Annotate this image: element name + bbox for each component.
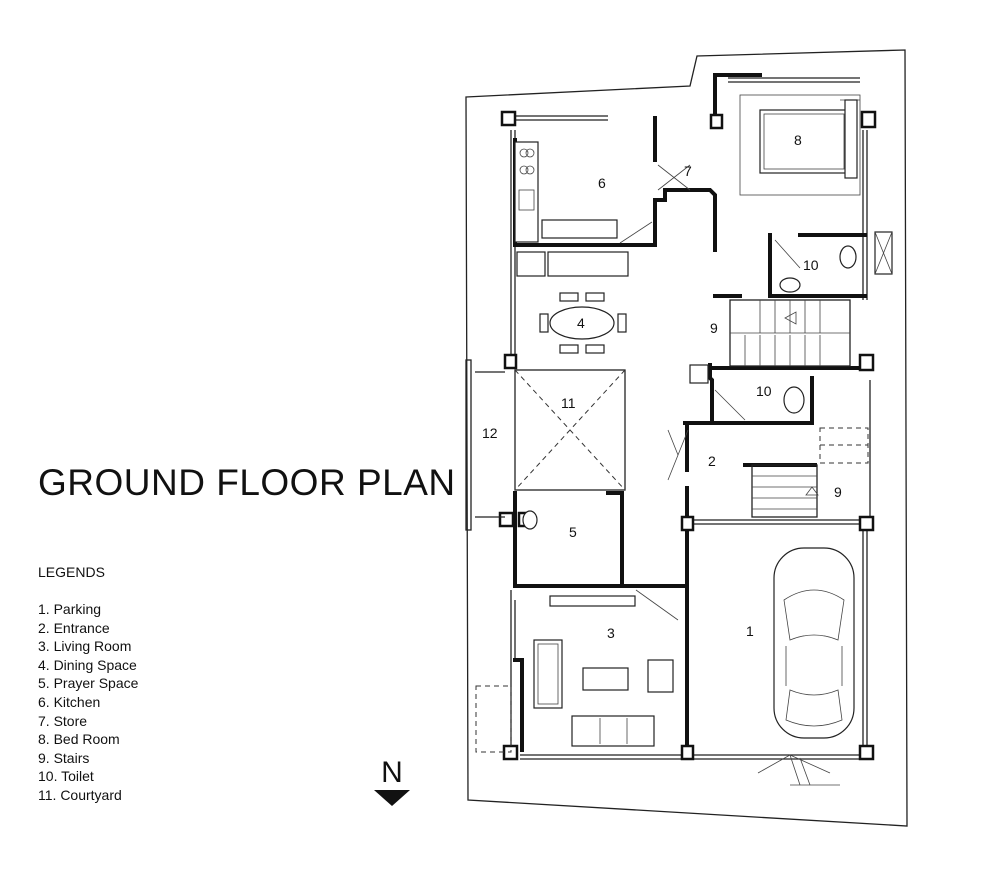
room-label-stairs-upper: 9: [710, 320, 718, 336]
legend-item-kitchen: 6. Kitchen: [38, 693, 101, 710]
room-label-side-area: 12: [482, 425, 498, 441]
legend-item-stairs: 9. Stairs: [38, 749, 90, 766]
site-boundary: [465, 49, 908, 827]
room-label-toilet-lower: 10: [756, 383, 772, 399]
legend-heading: LEGENDS: [38, 564, 105, 580]
kitchen-fittings: [514, 141, 653, 244]
room-label-kitchen: 6: [598, 175, 606, 191]
plan-title: GROUND FLOOR PLAN: [38, 462, 456, 503]
room-label-parking: 1: [746, 623, 754, 639]
car: [773, 547, 855, 739]
bed: [739, 94, 861, 196]
lower-toilet-fixtures: [689, 364, 805, 421]
dining-set: [516, 251, 629, 354]
side-verandah: [465, 359, 505, 531]
north-arrow: N: [374, 756, 410, 806]
legend-item-courtyard: 11. Courtyard: [38, 786, 122, 803]
room-label-courtyard: 11: [561, 395, 576, 411]
legend-item-prayer-space: 5. Prayer Space: [38, 675, 139, 692]
legend-list: 1. Parking 2. Entrance 3. Living Room 4.…: [38, 600, 138, 805]
room-label-prayer-space: 5: [569, 524, 577, 540]
interior-walls: [513, 73, 872, 752]
room-label-entrance: 2: [708, 453, 716, 469]
legend-item-entrance: 2. Entrance: [38, 619, 110, 636]
legend-item-living-room: 3. Living Room: [38, 638, 132, 655]
entry-gate: [757, 754, 840, 786]
room-label-toilet-upper: 10: [803, 257, 819, 273]
room-label-stairs-lower: 9: [834, 484, 842, 500]
room-label-living-room: 3: [607, 625, 615, 641]
prayer-basin: [522, 510, 538, 530]
legend-item-store: 7. Store: [38, 712, 88, 729]
room-label-dining-space: 4: [577, 315, 585, 331]
upper-toilet-fixtures: [774, 231, 893, 293]
legend-item-bed-room: 8. Bed Room: [38, 731, 120, 748]
store-door-swing: [657, 164, 691, 191]
legend-item-toilet: 10. Toilet: [38, 768, 94, 785]
entrance-door-swing: [667, 429, 689, 481]
stairs-lower: [751, 427, 869, 518]
stairs-upper: [729, 299, 851, 367]
legend-item-dining-space: 4. Dining Space: [38, 656, 137, 673]
room-label-bed-room: 8: [794, 132, 802, 148]
courtyard-void: [514, 369, 626, 491]
living-room-furniture: [475, 589, 679, 753]
legend-item-parking: 1. Parking: [38, 601, 102, 617]
north-label: N: [381, 756, 403, 789]
north-arrow-icon: [374, 790, 410, 806]
room-label-store: 7: [684, 163, 692, 179]
